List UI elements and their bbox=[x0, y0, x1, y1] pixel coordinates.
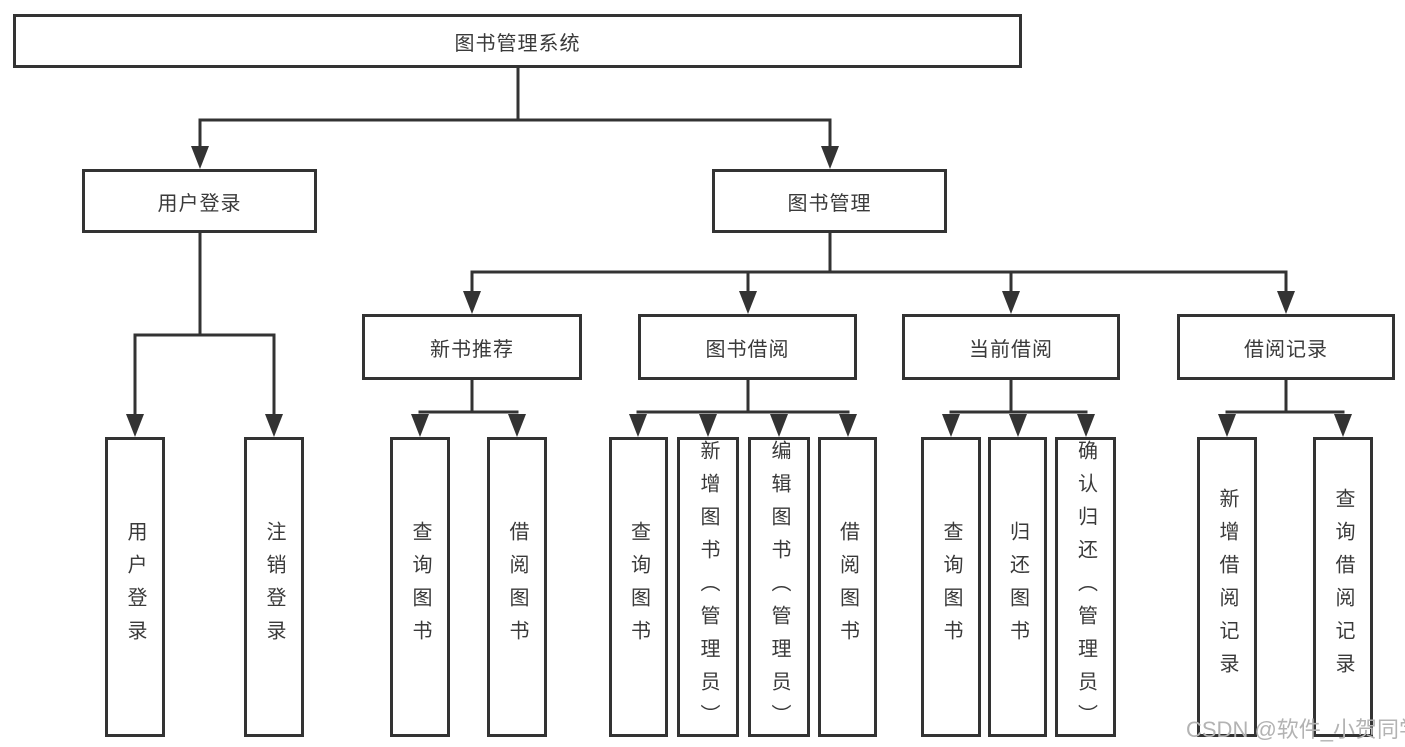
leaf-return-book: 归还图书 bbox=[988, 437, 1047, 737]
leaf-user-login: 用户登录 bbox=[105, 437, 165, 737]
node-label: 确认归还（管理员） bbox=[1074, 440, 1097, 737]
node-borrowing-records: 借阅记录 bbox=[1177, 314, 1395, 380]
node-label: 借阅图书 bbox=[836, 521, 859, 653]
leaf-query-books-recommend: 查询图书 bbox=[390, 437, 450, 737]
leaf-borrow-books-borrowing: 借阅图书 bbox=[818, 437, 877, 737]
node-label: 图书借阅 bbox=[705, 338, 790, 361]
node-label: 用户登录 bbox=[157, 192, 242, 215]
node-label: 查询图书 bbox=[627, 521, 650, 653]
node-current-borrowing: 当前借阅 bbox=[902, 314, 1120, 380]
node-library-management-system: 图书管理系统 bbox=[13, 14, 1022, 68]
leaf-query-borrow-record: 查询借阅记录 bbox=[1313, 437, 1373, 737]
leaf-borrow-books-recommend: 借阅图书 bbox=[487, 437, 547, 737]
node-label: 图书管理系统 bbox=[454, 32, 581, 55]
leaf-query-books-borrowing: 查询图书 bbox=[609, 437, 668, 737]
node-label: 新书推荐 bbox=[430, 338, 514, 361]
node-new-book-recommendation: 新书推荐 bbox=[362, 314, 582, 380]
leaf-confirm-return-admin: 确认归还（管理员） bbox=[1055, 437, 1116, 737]
node-label: 用户登录 bbox=[124, 521, 146, 653]
node-book-borrowing: 图书借阅 bbox=[638, 314, 857, 380]
node-label: 新增图书（管理员） bbox=[697, 440, 719, 737]
node-label: 当前借阅 bbox=[969, 338, 1053, 361]
node-label: 编辑图书（管理员） bbox=[768, 440, 790, 737]
node-label: 查询借阅记录 bbox=[1332, 488, 1354, 686]
node-label: 借阅图书 bbox=[506, 521, 528, 653]
leaf-logout: 注销登录 bbox=[244, 437, 304, 737]
leaf-add-borrow-record: 新增借阅记录 bbox=[1197, 437, 1257, 737]
node-label: 图书管理 bbox=[787, 192, 872, 215]
leaf-add-book-admin: 新增图书（管理员） bbox=[677, 437, 739, 737]
node-label: 查询图书 bbox=[409, 521, 431, 653]
node-label: 归还图书 bbox=[1006, 521, 1029, 653]
leaf-edit-book-admin: 编辑图书（管理员） bbox=[748, 437, 810, 737]
node-book-management: 图书管理 bbox=[712, 169, 947, 233]
node-label: 新增借阅记录 bbox=[1216, 488, 1238, 686]
watermark: CSDN @软件_小贺同学 bbox=[1186, 717, 1405, 742]
node-label: 查询图书 bbox=[940, 521, 962, 653]
node-label: 借阅记录 bbox=[1244, 338, 1328, 361]
node-label: 注销登录 bbox=[263, 521, 285, 653]
node-user-login: 用户登录 bbox=[82, 169, 317, 233]
leaf-query-books-current: 查询图书 bbox=[921, 437, 981, 737]
